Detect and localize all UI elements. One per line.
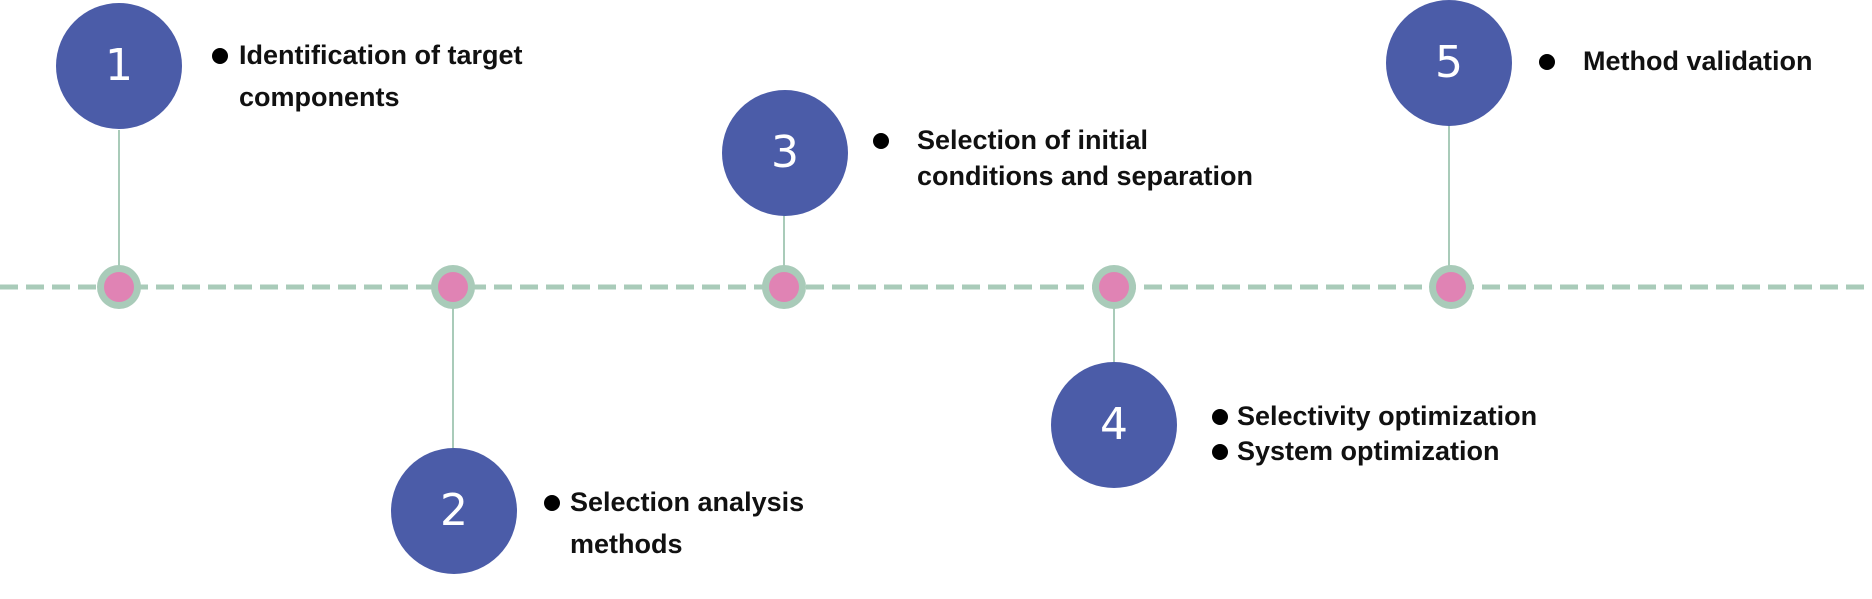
timeline-node-5 bbox=[1429, 265, 1473, 309]
step-4-description: Selectivity optimization System optimiza… bbox=[1212, 395, 1537, 472]
bullet-dot bbox=[873, 133, 889, 149]
bullet-dot bbox=[1539, 54, 1555, 70]
step-4-circle: 4 bbox=[1051, 362, 1177, 488]
step-2-line-1: Selection analysis bbox=[544, 481, 804, 523]
step-5-circle: 5 bbox=[1386, 0, 1512, 126]
step-3-circle: 3 bbox=[722, 90, 848, 216]
step-5-line-1: Method validation bbox=[1539, 40, 1813, 82]
timeline-node-3 bbox=[762, 265, 806, 309]
timeline-node-1 bbox=[97, 265, 141, 309]
step-2-line-2: methods bbox=[570, 529, 683, 559]
step-2-circle: 2 bbox=[391, 448, 517, 574]
bullet-dot bbox=[1212, 444, 1228, 460]
bullet-dot bbox=[544, 495, 560, 511]
step-1-description: Identification of target components bbox=[212, 34, 523, 118]
step-3-description: Selection of initial conditions and sepa… bbox=[873, 119, 1253, 197]
timeline-node-2 bbox=[431, 265, 475, 309]
step-4-line-1: Selectivity optimization bbox=[1212, 395, 1537, 437]
step-3-line-2: conditions and separation bbox=[917, 161, 1254, 191]
step-1-circle: 1 bbox=[56, 3, 182, 129]
bullet-dot bbox=[212, 48, 228, 64]
step-3-line-1: Selection of initial bbox=[873, 119, 1253, 161]
step-1-line-1: Identification of target bbox=[212, 34, 523, 76]
step-4-line-2: System optimization bbox=[1212, 430, 1537, 472]
timeline-node-4 bbox=[1092, 265, 1136, 309]
bullet-dot bbox=[1212, 409, 1228, 425]
step-2-description: Selection analysis methods bbox=[544, 481, 804, 565]
step-1-line-2: components bbox=[239, 82, 400, 112]
step-5-description: Method validation bbox=[1539, 40, 1813, 82]
